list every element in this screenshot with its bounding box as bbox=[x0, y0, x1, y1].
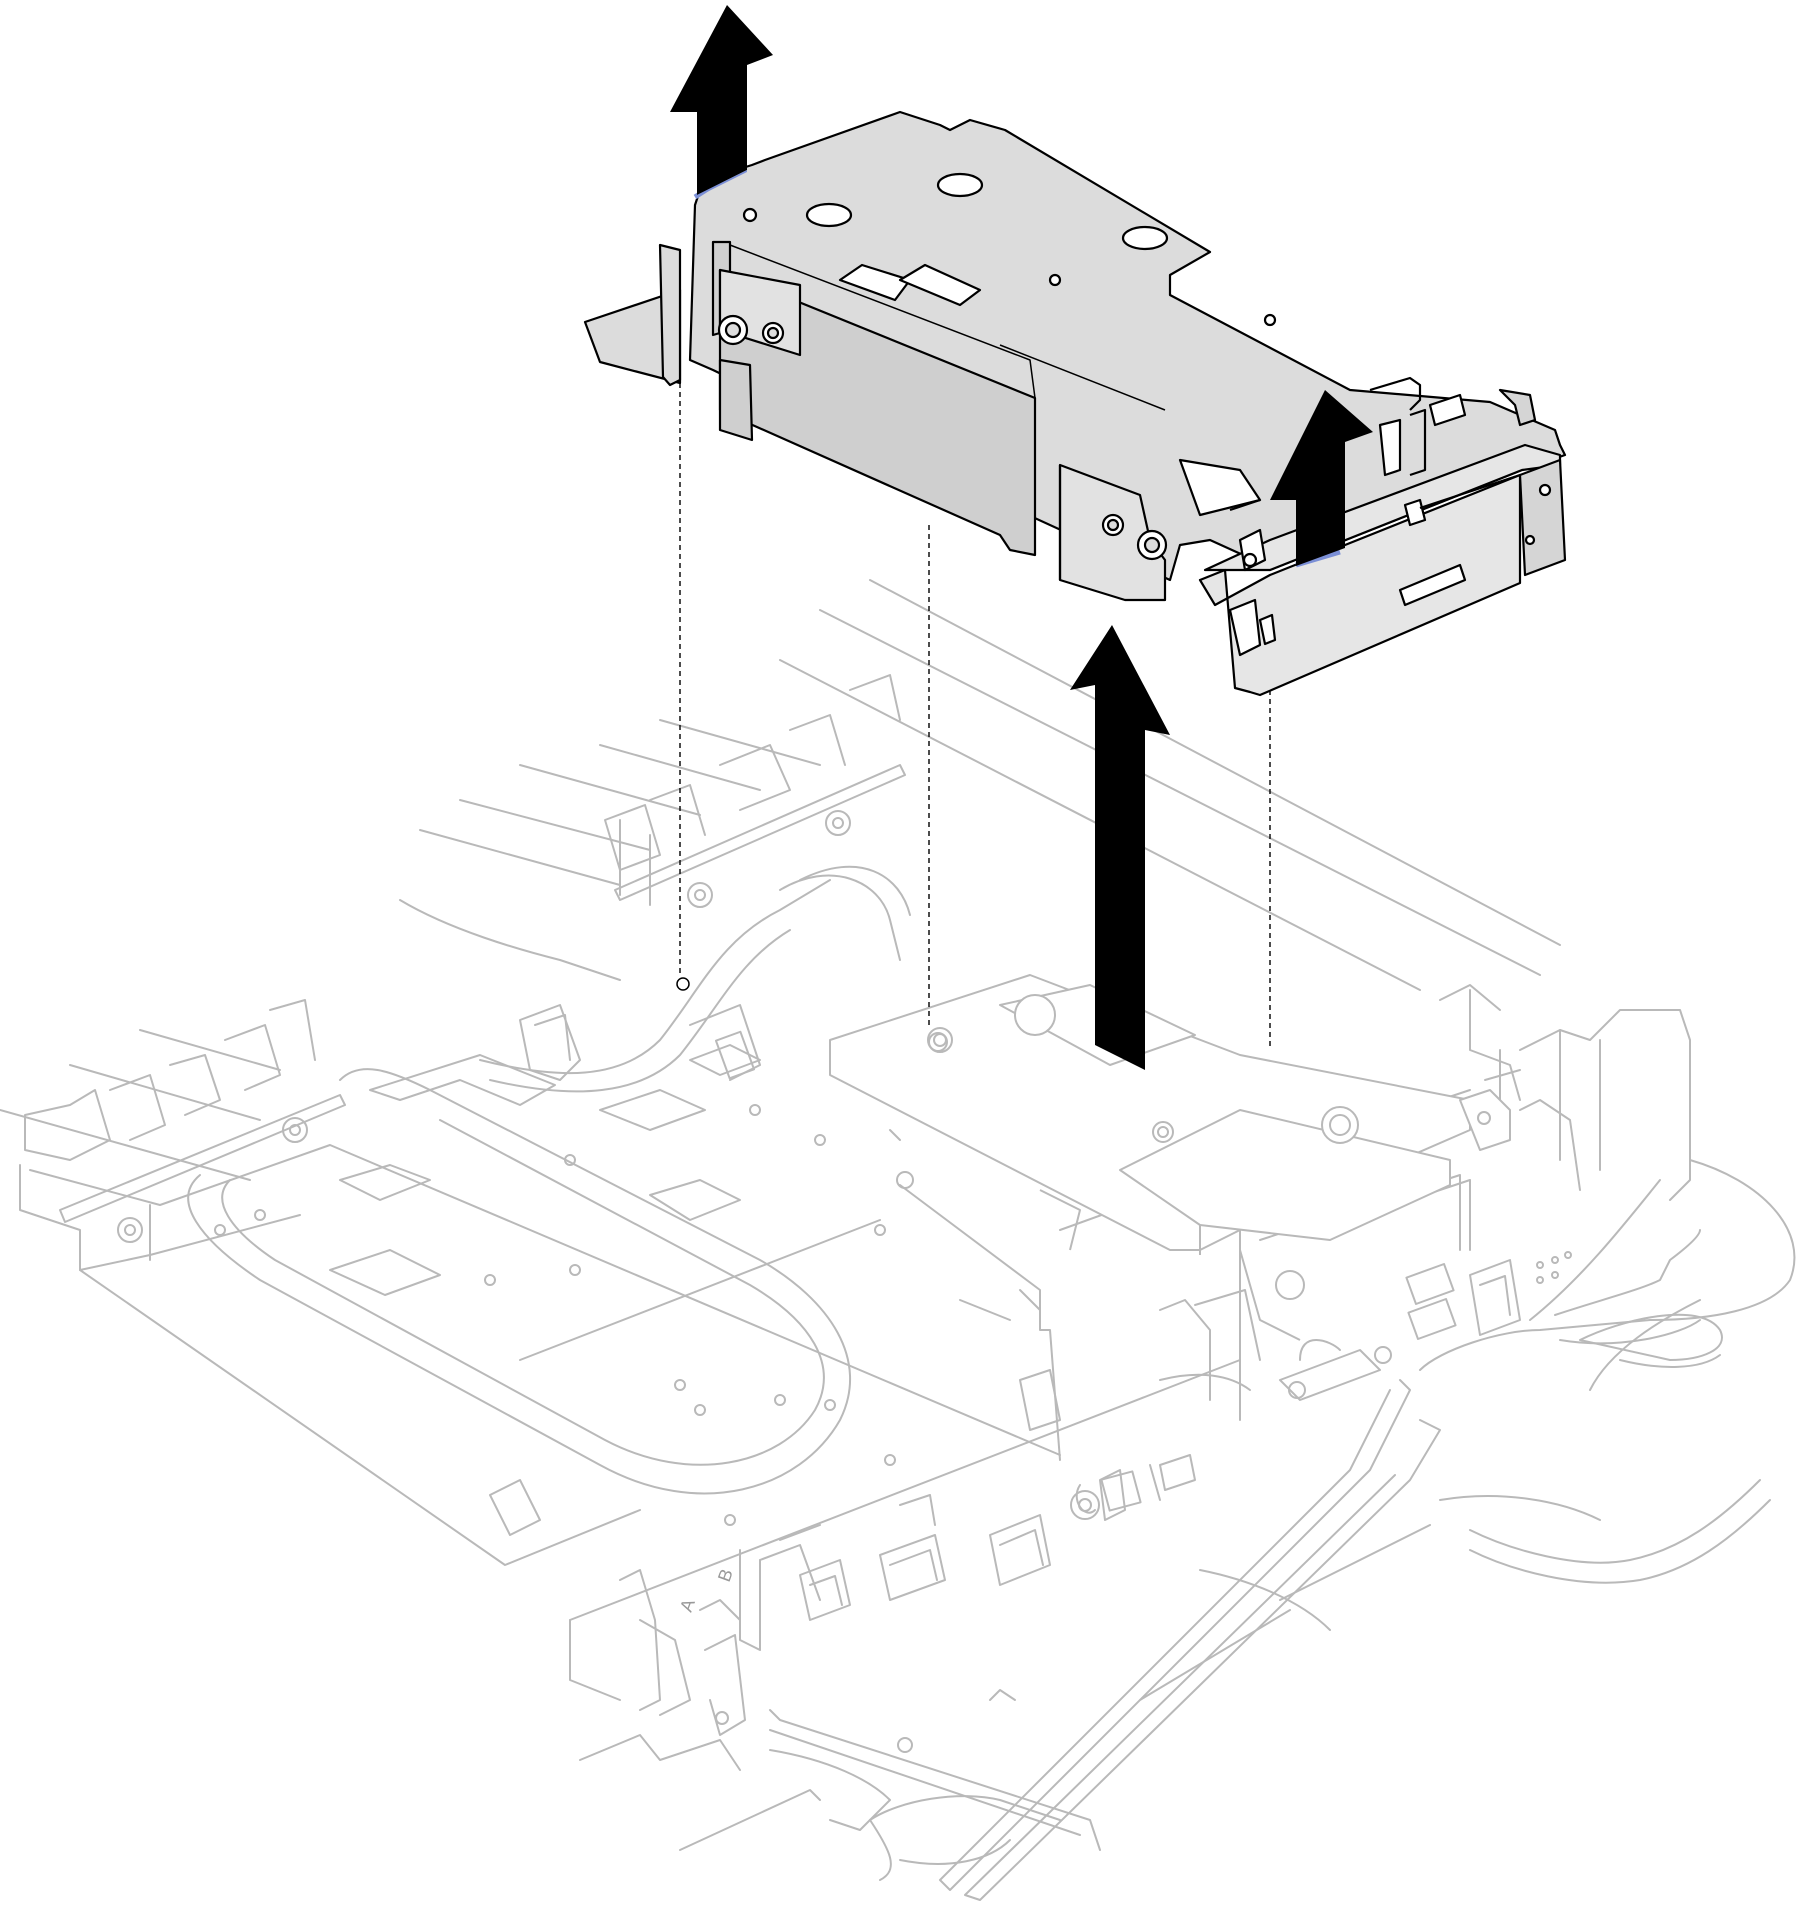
lift-arrow-right bbox=[1270, 390, 1373, 566]
alignment-hole bbox=[676, 977, 690, 991]
lift-arrow-left bbox=[670, 5, 773, 197]
riser-cage bbox=[583, 110, 1567, 697]
node-chassis bbox=[0, 579, 1796, 1901]
lift-arrow-center bbox=[1070, 625, 1170, 1070]
alignment-guide-lines bbox=[679, 383, 1271, 1050]
